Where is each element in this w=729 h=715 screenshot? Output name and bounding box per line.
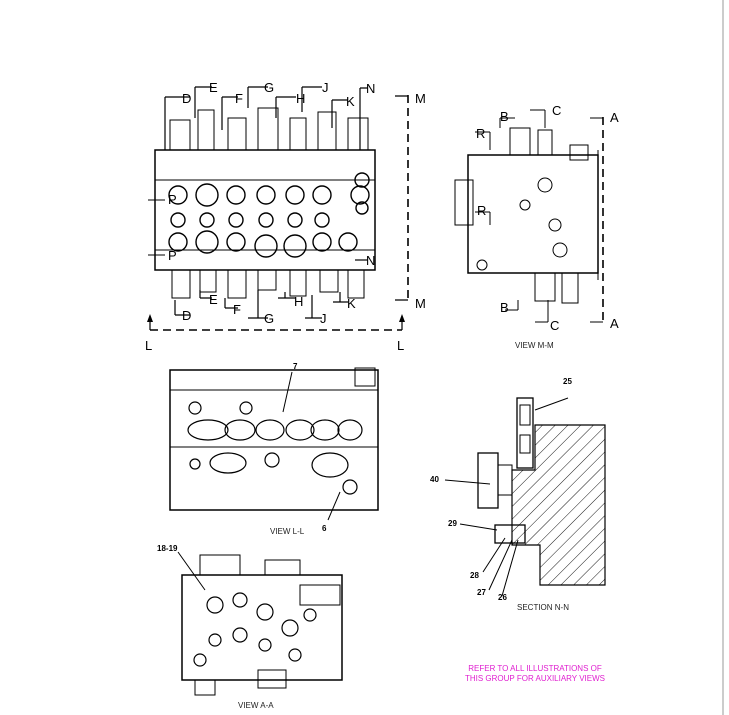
section-letter-p-upper: P <box>168 192 177 207</box>
view-aa-caption: VIEW A-A <box>238 701 274 710</box>
section-letter-b-bottom: B <box>500 300 509 315</box>
view-ll: 7 6 VIEW L-L <box>169 362 379 536</box>
section-letter-r-top: R <box>476 126 485 141</box>
section-letter-p-lower: P <box>168 248 177 263</box>
section-letter-n-top: N <box>366 81 375 96</box>
section-letter-g-bottom: G <box>264 311 274 326</box>
view-mm: A A B B C C R R VIEW M-M <box>454 103 619 350</box>
note-line-1: REFER TO ALL ILLUSTRATIONS OF <box>468 664 602 673</box>
section-letter-d-top: D <box>182 91 191 106</box>
section-letter-c-top: C <box>552 103 561 118</box>
note-line-2: THIS GROUP FOR AUXILIARY VIEWS <box>465 674 605 683</box>
section-letter-m-top: M <box>415 91 426 106</box>
section-letter-e-top: E <box>209 80 218 95</box>
callout-6: 6 <box>322 524 327 533</box>
section-letter-k-bottom: K <box>347 296 356 311</box>
section-letter-a-bottom: A <box>610 316 619 331</box>
section-letter-f-bottom: F <box>233 302 241 317</box>
view-ll-caption: VIEW L-L <box>270 527 305 536</box>
section-nn: 25 40 29 28 27 26 SECTION N-N <box>430 377 606 612</box>
main-valve-view: D E F G H J K N M D E F G H J K N M P P … <box>145 80 426 353</box>
callout-40: 40 <box>430 475 439 484</box>
section-letter-l-right: L <box>397 338 404 353</box>
section-letter-l-left: L <box>145 338 152 353</box>
view-aa: 18-19 VIEW A-A <box>157 544 343 710</box>
section-nn-caption: SECTION N-N <box>517 603 569 612</box>
section-letter-c-bottom: C <box>550 318 559 333</box>
callout-27: 27 <box>477 588 486 597</box>
section-letter-f-top: F <box>235 91 243 106</box>
section-letter-d-bottom: D <box>182 308 191 323</box>
section-letter-j-bottom: J <box>320 311 327 326</box>
callout-29: 29 <box>448 519 457 528</box>
callout-7: 7 <box>293 362 298 371</box>
callout-28: 28 <box>470 571 479 580</box>
section-letter-j-top: J <box>322 80 329 95</box>
callout-26: 26 <box>498 593 507 602</box>
section-letter-h-top: H <box>296 91 305 106</box>
section-letter-n-bottom: N <box>366 253 375 268</box>
section-letter-e-bottom: E <box>209 292 218 307</box>
section-letter-m-bottom: M <box>415 296 426 311</box>
section-letter-r-middle: R <box>477 203 486 218</box>
section-letter-h-bottom: H <box>294 294 303 309</box>
callout-25: 25 <box>563 377 572 386</box>
section-letter-b-top: B <box>500 109 509 124</box>
callout-18-19: 18-19 <box>157 544 178 553</box>
section-letter-a-top: A <box>610 110 619 125</box>
section-letter-g-top: G <box>264 80 274 95</box>
section-letter-k-top: K <box>346 94 355 109</box>
view-mm-caption: VIEW M-M <box>515 341 554 350</box>
